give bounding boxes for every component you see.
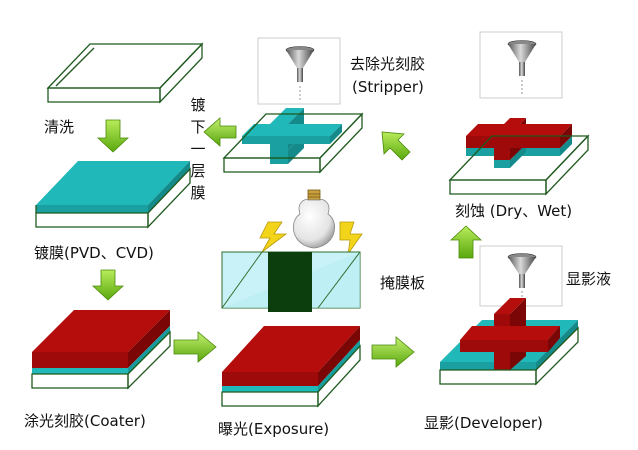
label-expose: 曝光(Exposure) bbox=[218, 420, 330, 438]
label-next-layer-char: 镀 bbox=[190, 96, 206, 114]
substrate-etched bbox=[448, 118, 590, 196]
substrate-clean bbox=[46, 42, 204, 104]
label-next-layer-char: 下 bbox=[190, 118, 206, 136]
label-stripper-cn: 去除光刻胶 bbox=[350, 55, 426, 73]
photomask bbox=[221, 251, 361, 312]
arrow-icon bbox=[449, 225, 483, 259]
label-next-layer-char: 一 bbox=[190, 140, 206, 158]
light-bulb-icon bbox=[292, 189, 336, 249]
arrow-icon bbox=[381, 131, 411, 161]
label-next-layer: 镀 下 一 层 膜 bbox=[189, 94, 207, 204]
label-develop: 显影(Developer) bbox=[424, 414, 543, 432]
substrate-stripped bbox=[222, 108, 364, 174]
lightning-icon bbox=[339, 221, 363, 255]
funnel-icon bbox=[479, 31, 563, 99]
funnel-icon bbox=[479, 245, 563, 307]
label-etch: 刻蚀 (Dry、Wet) bbox=[455, 202, 573, 220]
funnel-icon bbox=[257, 37, 341, 105]
arrow-icon bbox=[203, 117, 237, 147]
substrate-exposure bbox=[221, 326, 361, 408]
arrow-icon bbox=[91, 269, 125, 301]
arrow-icon bbox=[173, 331, 217, 363]
substrate-photoresist bbox=[31, 310, 171, 390]
label-mask: 掩膜板 bbox=[380, 274, 426, 292]
label-next-layer-char: 层 bbox=[190, 162, 206, 180]
arrow-icon bbox=[371, 336, 415, 368]
substrate-film bbox=[35, 161, 191, 229]
lightning-icon bbox=[259, 221, 288, 253]
substrate-developed bbox=[439, 298, 579, 386]
label-deposit: 镀膜(PVD、CVD) bbox=[34, 244, 154, 262]
label-coat: 涂光刻胶(Coater) bbox=[24, 412, 146, 430]
label-developer-fluid: 显影液 bbox=[566, 270, 612, 288]
label-stripper-en: (Stripper) bbox=[352, 78, 424, 96]
label-clean: 清洗 bbox=[44, 118, 75, 136]
label-next-layer-char: 膜 bbox=[190, 184, 206, 202]
arrow-icon bbox=[96, 119, 130, 153]
